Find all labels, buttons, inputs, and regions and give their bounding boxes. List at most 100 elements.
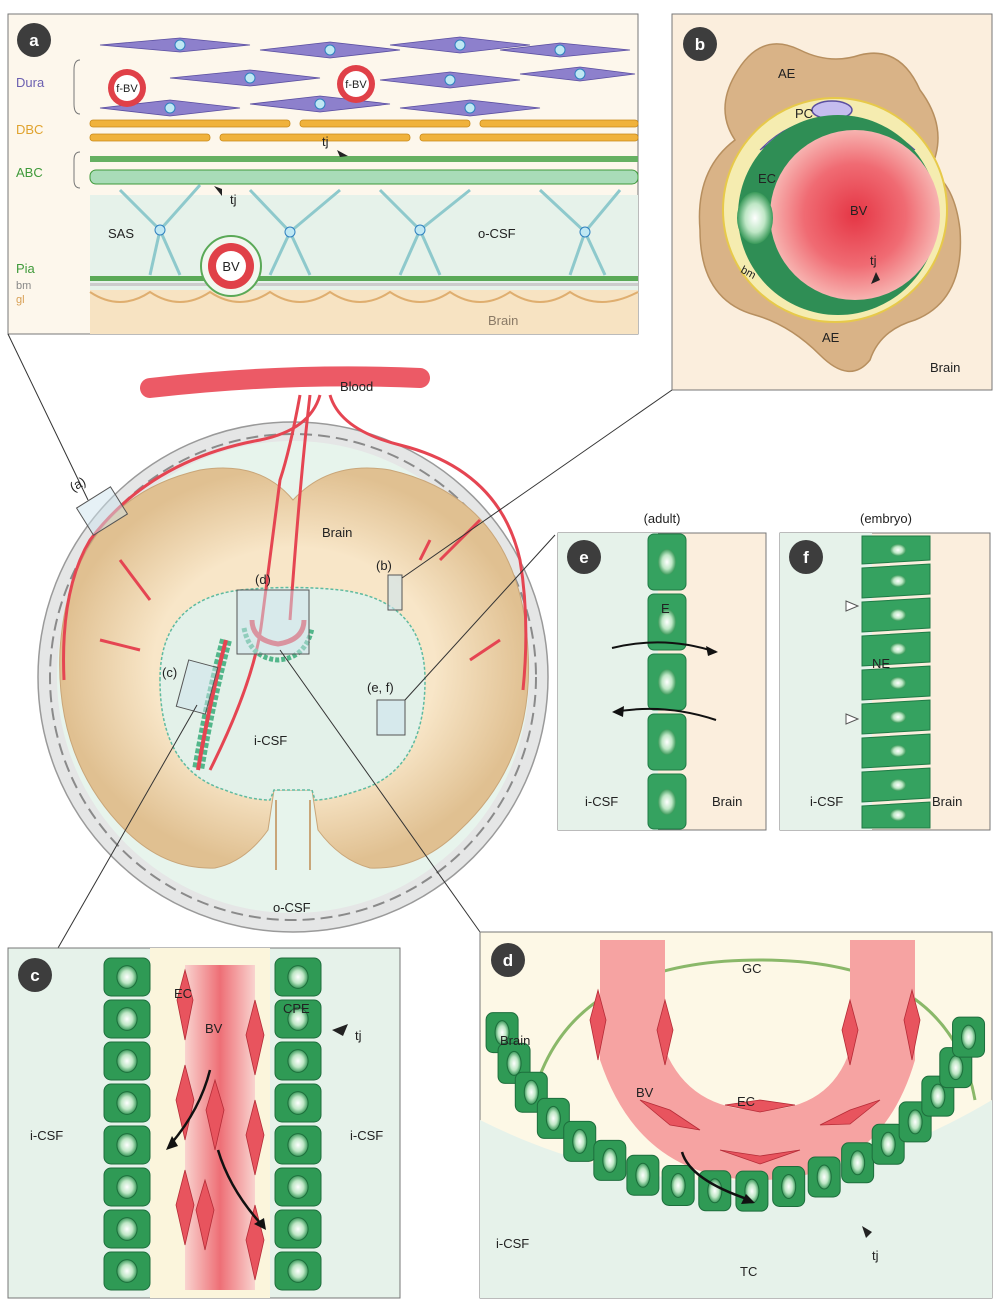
- ref-box-ef: [376, 699, 406, 736]
- tanycyte-cells: [485, 1012, 986, 1212]
- secretion-arrow-right: [216, 1149, 263, 1226]
- brain-region-a: [90, 290, 638, 334]
- bv-vessel-a: BV: [200, 235, 262, 297]
- tanycyte: [536, 1097, 570, 1139]
- pia-layer: [90, 276, 638, 281]
- tanycyte: [626, 1154, 660, 1196]
- bm-label-a: bm: [16, 280, 31, 292]
- neuroepithelial-nuclei: [890, 544, 906, 821]
- transport-arrow-in: [611, 641, 717, 653]
- tj-label-c: tj: [355, 1028, 362, 1043]
- dura-label: Dura: [16, 75, 45, 90]
- icsf-label-center: i-CSF: [254, 733, 287, 748]
- cpe-cell-right-nucleus: [287, 1007, 309, 1031]
- panel-a: f-BV f-BV: [7, 13, 639, 335]
- icsf-label-f: i-CSF: [810, 794, 843, 809]
- panel-d-badge: [491, 943, 525, 977]
- gl-label: gl: [16, 294, 25, 306]
- panel-e-badge: [567, 540, 601, 574]
- panel-c-badge-label: c: [30, 966, 39, 985]
- panel-b: b AE PC EC BV tj bm AE Brain: [671, 13, 993, 391]
- tanycyte-body-nucleus: [670, 1172, 686, 1198]
- tanycyte: [735, 1170, 769, 1212]
- central-canal: [275, 800, 311, 870]
- tanycyte-body-nucleus: [816, 1164, 832, 1190]
- fbv-label-right: f-BV: [345, 79, 367, 91]
- tanycyte-body-nucleus: [948, 1055, 964, 1081]
- cpe-cell-left-nucleus: [116, 1175, 138, 1199]
- fbv-vessel-left: f-BV: [108, 69, 146, 107]
- ae-label-top: AE: [778, 66, 796, 81]
- cpe-cell-left-nucleus: [116, 1133, 138, 1157]
- bv-label-c: BV: [205, 1021, 223, 1036]
- blood-branches: [62, 394, 528, 771]
- tanycyte-body-nucleus: [930, 1083, 946, 1109]
- ae-label-bottom: AE: [822, 330, 840, 345]
- sas-label: SAS: [108, 226, 134, 241]
- pia-label: Pia: [16, 261, 36, 276]
- tanycyte: [939, 1047, 973, 1089]
- icsf-label-d: i-CSF: [496, 1236, 529, 1251]
- cpe-cell-left-nucleus: [116, 1049, 138, 1073]
- gl-layer: [89, 290, 639, 303]
- cpe-cell-right-nucleus: [287, 965, 309, 989]
- bm-layer: [90, 283, 638, 286]
- panel-f: f (embryo) NE i-CSF Brain: [779, 511, 991, 831]
- blood-label: Blood: [340, 379, 373, 394]
- transport-arrow-d: [680, 1151, 751, 1202]
- cpe-cell-right-nucleus: [287, 1049, 309, 1073]
- panel-e-icsf-region: [558, 533, 658, 830]
- cpe-cell-left-nucleus: [116, 965, 138, 989]
- ref-box-c: [175, 659, 219, 715]
- icsf-label-c-right: i-CSF: [350, 1128, 383, 1143]
- panel-d: d GC Brain BV EC i-CSF TC tj: [479, 931, 993, 1299]
- e-cell-label: E: [661, 601, 670, 616]
- ref-d-label: (d): [255, 572, 271, 587]
- brain-label-center: Brain: [322, 525, 352, 540]
- junction-arrowhead-lower: [845, 713, 860, 725]
- pc-label: PC: [795, 106, 813, 121]
- cpe-cell-left-nucleus: [116, 1259, 138, 1283]
- panel-f-badge-label: f: [803, 548, 809, 567]
- tj-label-d: tj: [872, 1248, 879, 1263]
- ependymal-nuclei: [658, 549, 676, 815]
- cpe-cell-right-nucleus: [287, 1259, 309, 1283]
- bv-label-a: BV: [222, 259, 240, 274]
- tj-arrow-a1: [337, 150, 348, 157]
- junction-arrowhead-upper: [845, 600, 860, 612]
- ref-a-label: (a): [67, 474, 88, 495]
- secretion-arrowhead-left: [166, 1136, 178, 1150]
- endothelial-cells-d: [589, 988, 921, 1165]
- ref-ef-label: (e, f): [367, 680, 394, 695]
- tanycyte-body-nucleus: [781, 1174, 797, 1200]
- tanycyte: [807, 1156, 841, 1198]
- tanycyte-body-nucleus: [707, 1178, 723, 1204]
- dbc-layers: [89, 119, 639, 142]
- tj-arrow-d: [862, 1226, 872, 1238]
- panel-e-badge-label: e: [579, 548, 588, 567]
- leader-lines: [7, 333, 673, 949]
- ref-b-label: (b): [376, 558, 392, 573]
- tanycyte-body-nucleus: [523, 1079, 539, 1105]
- tanycyte-body-nucleus: [602, 1147, 618, 1173]
- tanycyte: [952, 1016, 986, 1058]
- tj-arrow-c: [332, 1024, 348, 1036]
- tanycyte-body-nucleus: [850, 1150, 866, 1176]
- icsf-label-c-left: i-CSF: [30, 1128, 63, 1143]
- cpe-cell-right-nucleus: [287, 1217, 309, 1241]
- ocsf-label-a: o-CSF: [478, 226, 516, 241]
- tanycyte: [661, 1164, 695, 1206]
- ec-nucleus: [737, 192, 773, 244]
- dura-bracket: [73, 59, 81, 115]
- panel-c-badge: [18, 958, 52, 992]
- dura-nuclei: [164, 39, 586, 114]
- ec-label-b: EC: [758, 171, 776, 186]
- bv-label-b: BV: [850, 203, 868, 218]
- panel-a-badge: [17, 23, 51, 57]
- panel-e-title: (adult): [644, 511, 681, 526]
- ne-cell-label: NE: [872, 656, 890, 671]
- tanycyte: [772, 1166, 806, 1208]
- bv-label-d: BV: [636, 1085, 654, 1100]
- panel-d-badge-label: d: [503, 951, 513, 970]
